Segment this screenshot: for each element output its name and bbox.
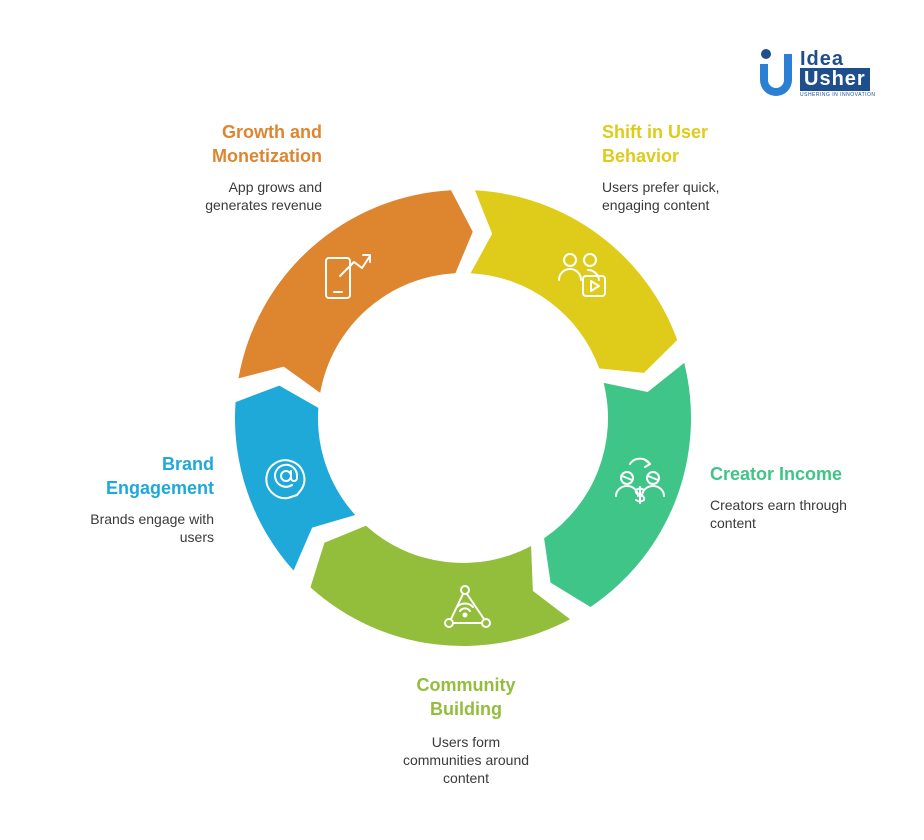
creators-money-icon <box>615 457 665 504</box>
segment-brand <box>234 385 356 571</box>
at-sign-icon <box>265 459 306 500</box>
stage-creator-label: Creator Income Creators earn through con… <box>710 462 900 532</box>
stage-brand-title-1: Brand <box>161 454 214 474</box>
stage-creator-title-1: Creator Income <box>710 464 843 484</box>
segment-shift <box>470 190 678 373</box>
stage-community-desc-1: Users form <box>431 734 501 750</box>
stage-community-desc-2: communities around <box>402 752 530 768</box>
logo-word-idea: Idea <box>800 48 845 70</box>
stage-growth-label: Growth and Monetization App grows and ge… <box>150 120 322 214</box>
logo-tagline: USHERING IN INNOVATION <box>800 92 876 98</box>
stage-growth-desc-1: App grows and <box>228 179 322 195</box>
segment-creator <box>544 362 691 608</box>
stage-community-title-2: Building <box>430 699 502 719</box>
stage-community-title-1: Community <box>416 675 516 695</box>
stage-shift-title-2: Behavior <box>602 146 680 166</box>
phone-growth-icon <box>325 254 371 299</box>
stage-brand-desc-2: users <box>179 529 214 545</box>
logo-word-usher: Usher <box>800 68 870 91</box>
stage-creator-desc-1: Creators earn through <box>710 497 847 513</box>
stage-growth-title-2: Monetization <box>212 146 322 166</box>
stage-shift-desc-1: Users prefer quick, <box>602 179 720 195</box>
stage-growth-desc-2: generates revenue <box>205 197 322 213</box>
stage-brand-desc-1: Brands engage with <box>90 511 214 527</box>
segment-community <box>310 525 571 646</box>
stage-shift-desc-2: engaging content <box>602 197 710 213</box>
users-video-icon <box>558 253 606 297</box>
stage-shift-label: Shift in User Behavior Users prefer quic… <box>602 120 782 214</box>
stage-creator-desc-2: content <box>710 515 756 531</box>
stage-brand-title-2: Engagement <box>105 478 214 498</box>
stage-growth-title-1: Growth and <box>222 122 322 142</box>
segment-growth <box>238 190 473 393</box>
community-network-icon <box>444 585 491 628</box>
stage-shift-title-1: Shift in User <box>602 122 709 142</box>
stage-community-label: Community Building Users form communitie… <box>366 673 566 787</box>
stage-brand-label: Brand Engagement Brands engage with user… <box>40 452 214 546</box>
stage-community-desc-3: content <box>443 770 489 786</box>
brand-logo: Idea Usher USHERING IN INNOVATION <box>756 46 896 102</box>
